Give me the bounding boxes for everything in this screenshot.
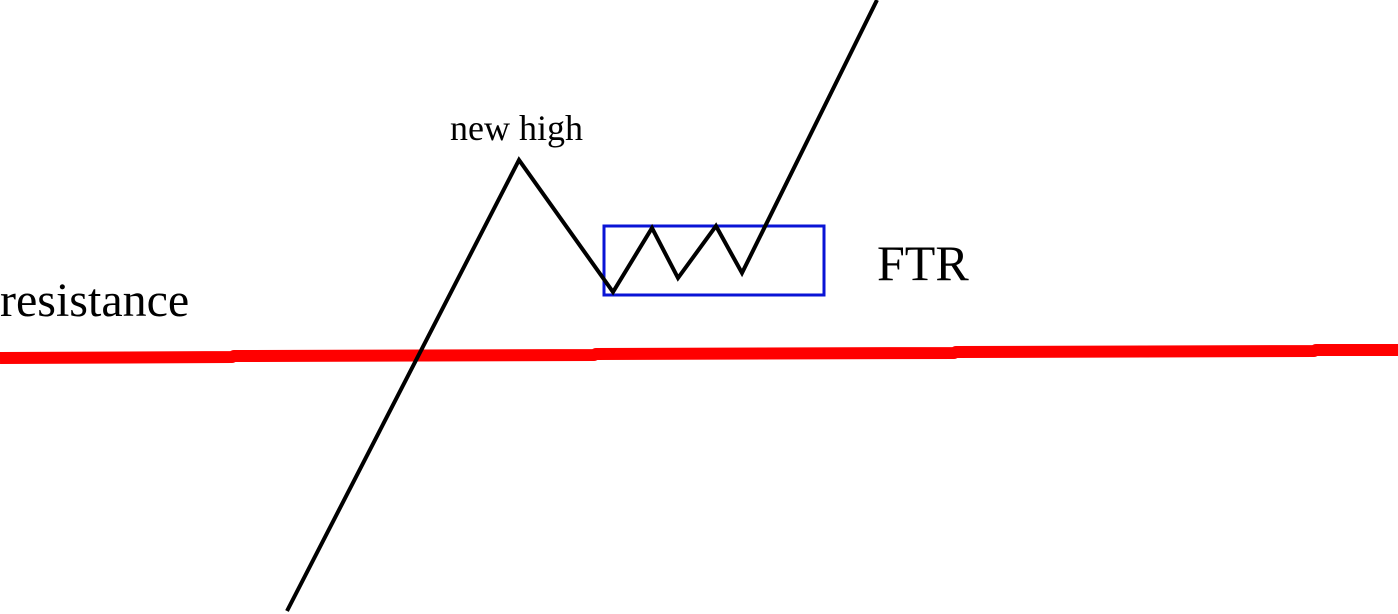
price-path [285,0,879,612]
resistance-line [0,344,1398,364]
ftr-box [602,224,826,297]
resistance-label: resistance [0,274,189,327]
ftr-label: FTR [877,235,969,291]
new-high-label: new high [450,108,583,148]
